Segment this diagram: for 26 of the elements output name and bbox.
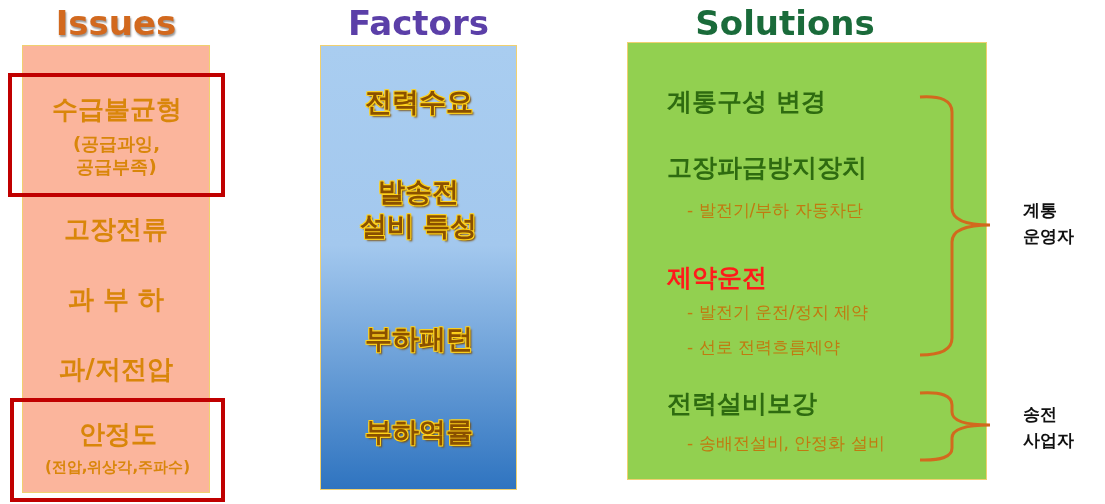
highlight-box: [8, 73, 225, 197]
solution-text: 전력설비보강: [667, 388, 818, 420]
role-label: 계통 운영자: [1023, 199, 1075, 248]
factor-text: 전력수요: [363, 85, 474, 119]
solution-detail: - 송배전설비, 안정화 설비: [687, 433, 886, 455]
factor-text: 발송전 설비 특성: [358, 175, 479, 243]
solution-detail: - 발전기 운전/정지 제약: [687, 302, 870, 324]
solution-detail: - 선로 전력흐름제약: [687, 337, 841, 359]
solution-text: 고장파급방지장치: [667, 152, 868, 184]
issue-text: 고장전류: [63, 213, 169, 246]
column-heading: Issues: [54, 2, 178, 45]
issue-note: (공급과잉, 공급부족): [71, 133, 162, 178]
issue-text: 과/저전압: [58, 353, 174, 386]
solution-detail: - 발전기/부하 자동차단: [687, 200, 864, 222]
highlight-box: [10, 398, 225, 502]
column-heading: Solutions: [694, 2, 876, 45]
issue-note: (전압,위상각,주파수): [43, 458, 192, 477]
solution-text: 계통구성 변경: [667, 86, 827, 118]
role-label: 송전 사업자: [1023, 403, 1075, 452]
issue-text: 과 부 하: [66, 283, 166, 316]
solution-text: 제약운전: [667, 262, 768, 294]
issue-text: 수급불균형: [50, 93, 183, 126]
column-heading: Factors: [347, 2, 490, 45]
factor-text: 부하역률: [363, 415, 474, 449]
factor-text: 부하패턴: [363, 322, 474, 356]
issue-text: 안정도: [77, 418, 158, 451]
